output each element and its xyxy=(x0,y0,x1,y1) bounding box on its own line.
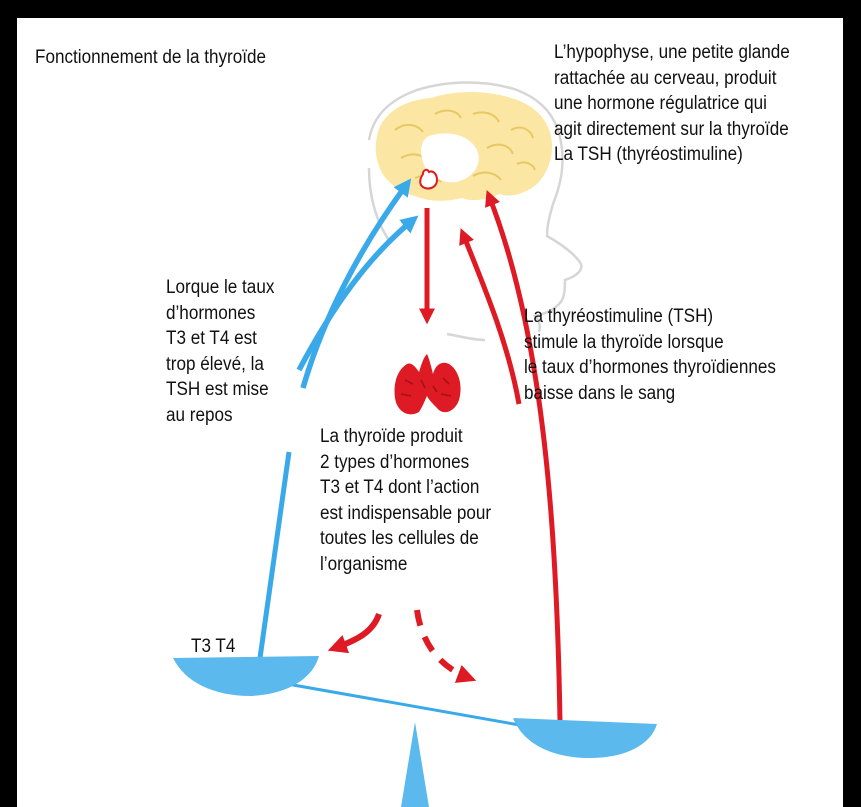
caption-line: stimule la thyroïde lorsque xyxy=(524,332,724,353)
caption-line: toutes les cellules de xyxy=(320,528,479,549)
caption-line: le taux d’hormones thyroïdiennes xyxy=(524,357,776,378)
caption-line: d’hormones xyxy=(166,303,255,324)
arrow-hormones-to-scale xyxy=(335,614,379,648)
caption-line: agit directement sur la thyroïde xyxy=(554,119,789,140)
thyroid-caption: La thyroïde produit 2 types d’hormones T3 … xyxy=(320,424,491,577)
scale-pan-left xyxy=(173,656,319,696)
tsh-stimulation-caption: La thyréostimuline (TSH) stimule la thyro… xyxy=(524,304,776,406)
caption-line: rattachée au cerveau, produit xyxy=(554,68,776,89)
arrow-tsh-stimulation-outer xyxy=(489,196,560,722)
caption-line: au repos xyxy=(166,405,233,426)
high-hormone-caption: Lorque le taux d’hormones T3 et T4 est trop… xyxy=(166,275,274,428)
pituitary-gland xyxy=(420,170,437,189)
caption-line: La thyréostimuline (TSH) xyxy=(524,306,713,327)
scale-pan-right xyxy=(513,718,657,758)
feedback-line-scale xyxy=(260,452,289,658)
scale-stand xyxy=(401,722,429,807)
pituitary-caption: L’hypophyse, une petite glande rattachée … xyxy=(554,40,790,168)
caption-line: T3 et T4 est xyxy=(166,328,257,349)
caption-line: Lorque le taux xyxy=(166,277,274,298)
caption-line: L’hypophyse, une petite glande xyxy=(554,42,790,63)
diagram-panel: Fonctionnement de la thyroïde L’hypophys… xyxy=(17,18,843,807)
caption-line: 2 types d’hormones xyxy=(320,452,469,473)
caption-line: T3 et T4 dont l’action xyxy=(320,477,479,498)
caption-line: l’organisme xyxy=(320,554,407,575)
caption-line: La TSH (thyréostimuline) xyxy=(554,144,743,165)
scale-label: T3 T4 xyxy=(191,634,235,660)
caption-line: La thyroïde produit xyxy=(320,426,463,447)
caption-line: une hormone régulatrice qui xyxy=(554,93,767,114)
caption-line: est indispensable pour xyxy=(320,503,491,524)
thyroid-gland xyxy=(395,354,461,414)
arrow-feedback-upper xyxy=(303,184,407,388)
page-title: Fonctionnement de la thyroïde xyxy=(35,45,266,71)
caption-line: TSH est mise xyxy=(166,379,269,400)
arrow-hormones-dashed xyxy=(417,610,469,678)
caption-line: baisse dans le sang xyxy=(524,383,675,404)
caption-line: trop élevé, la xyxy=(166,354,264,375)
